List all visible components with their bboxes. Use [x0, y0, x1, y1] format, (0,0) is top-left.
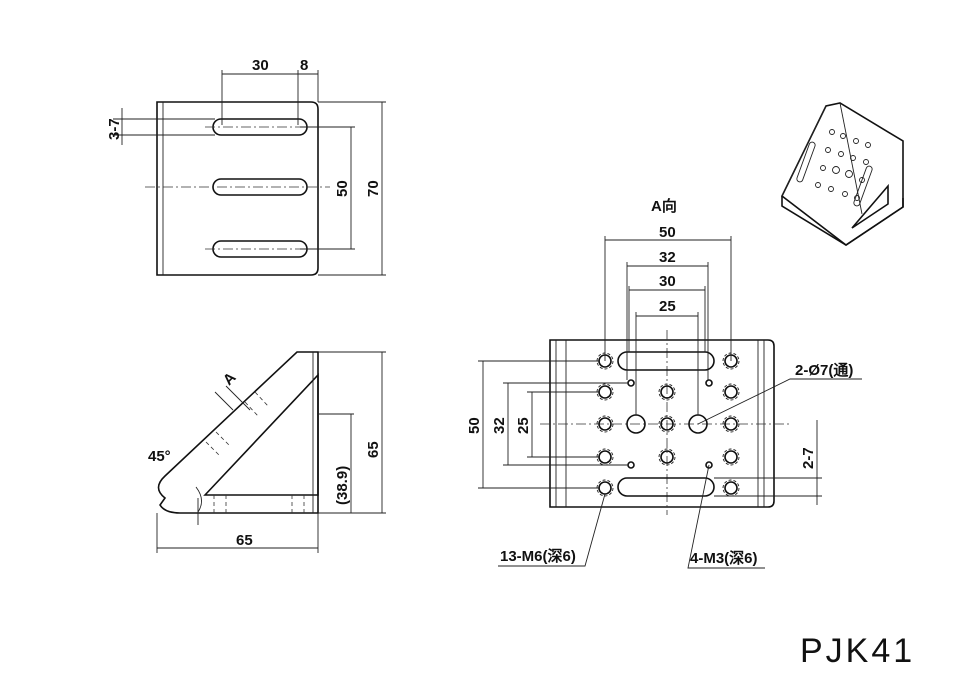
note-through-holes: 2-Ø7(通) — [795, 362, 853, 379]
model-code: PJK41 — [800, 632, 915, 670]
dim-slot-width: 3-7 — [106, 118, 123, 140]
dim-side-height: 65 — [365, 441, 382, 458]
view-label: A向 — [651, 197, 677, 215]
side-view: A 45° 65 (38.9) 65 — [148, 351, 386, 553]
isometric-view — [780, 102, 904, 246]
dim-angle: 45° — [148, 448, 171, 465]
dim-slot-end: 8 — [300, 57, 308, 74]
dim-w32: 32 — [659, 249, 676, 266]
dim-h25: 25 — [515, 417, 532, 434]
dim-w25: 25 — [659, 298, 676, 315]
dim-face-slot: 2-7 — [800, 447, 817, 469]
view-marker: A — [220, 369, 240, 389]
face-slot-top — [617, 351, 715, 371]
dim-h50: 50 — [466, 417, 483, 434]
top-view: 30 8 3-7 50 70 — [106, 57, 386, 276]
dim-height: 70 — [365, 180, 382, 197]
face-slot-bottom — [617, 477, 715, 497]
dim-slot-pitch: 50 — [334, 180, 351, 197]
dim-slot-spacing: 30 — [252, 57, 269, 74]
dim-inner: (38.9) — [334, 466, 351, 505]
face-view: A向 — [466, 197, 862, 569]
note-m3: 4-M3(深6) — [690, 549, 758, 567]
dim-w50: 50 — [659, 224, 676, 241]
note-m6: 13-M6(深6) — [500, 547, 576, 565]
dim-h32: 32 — [491, 417, 508, 434]
dim-w30: 30 — [659, 273, 676, 290]
m6-holes — [596, 352, 740, 497]
dim-side-width: 65 — [236, 532, 253, 549]
